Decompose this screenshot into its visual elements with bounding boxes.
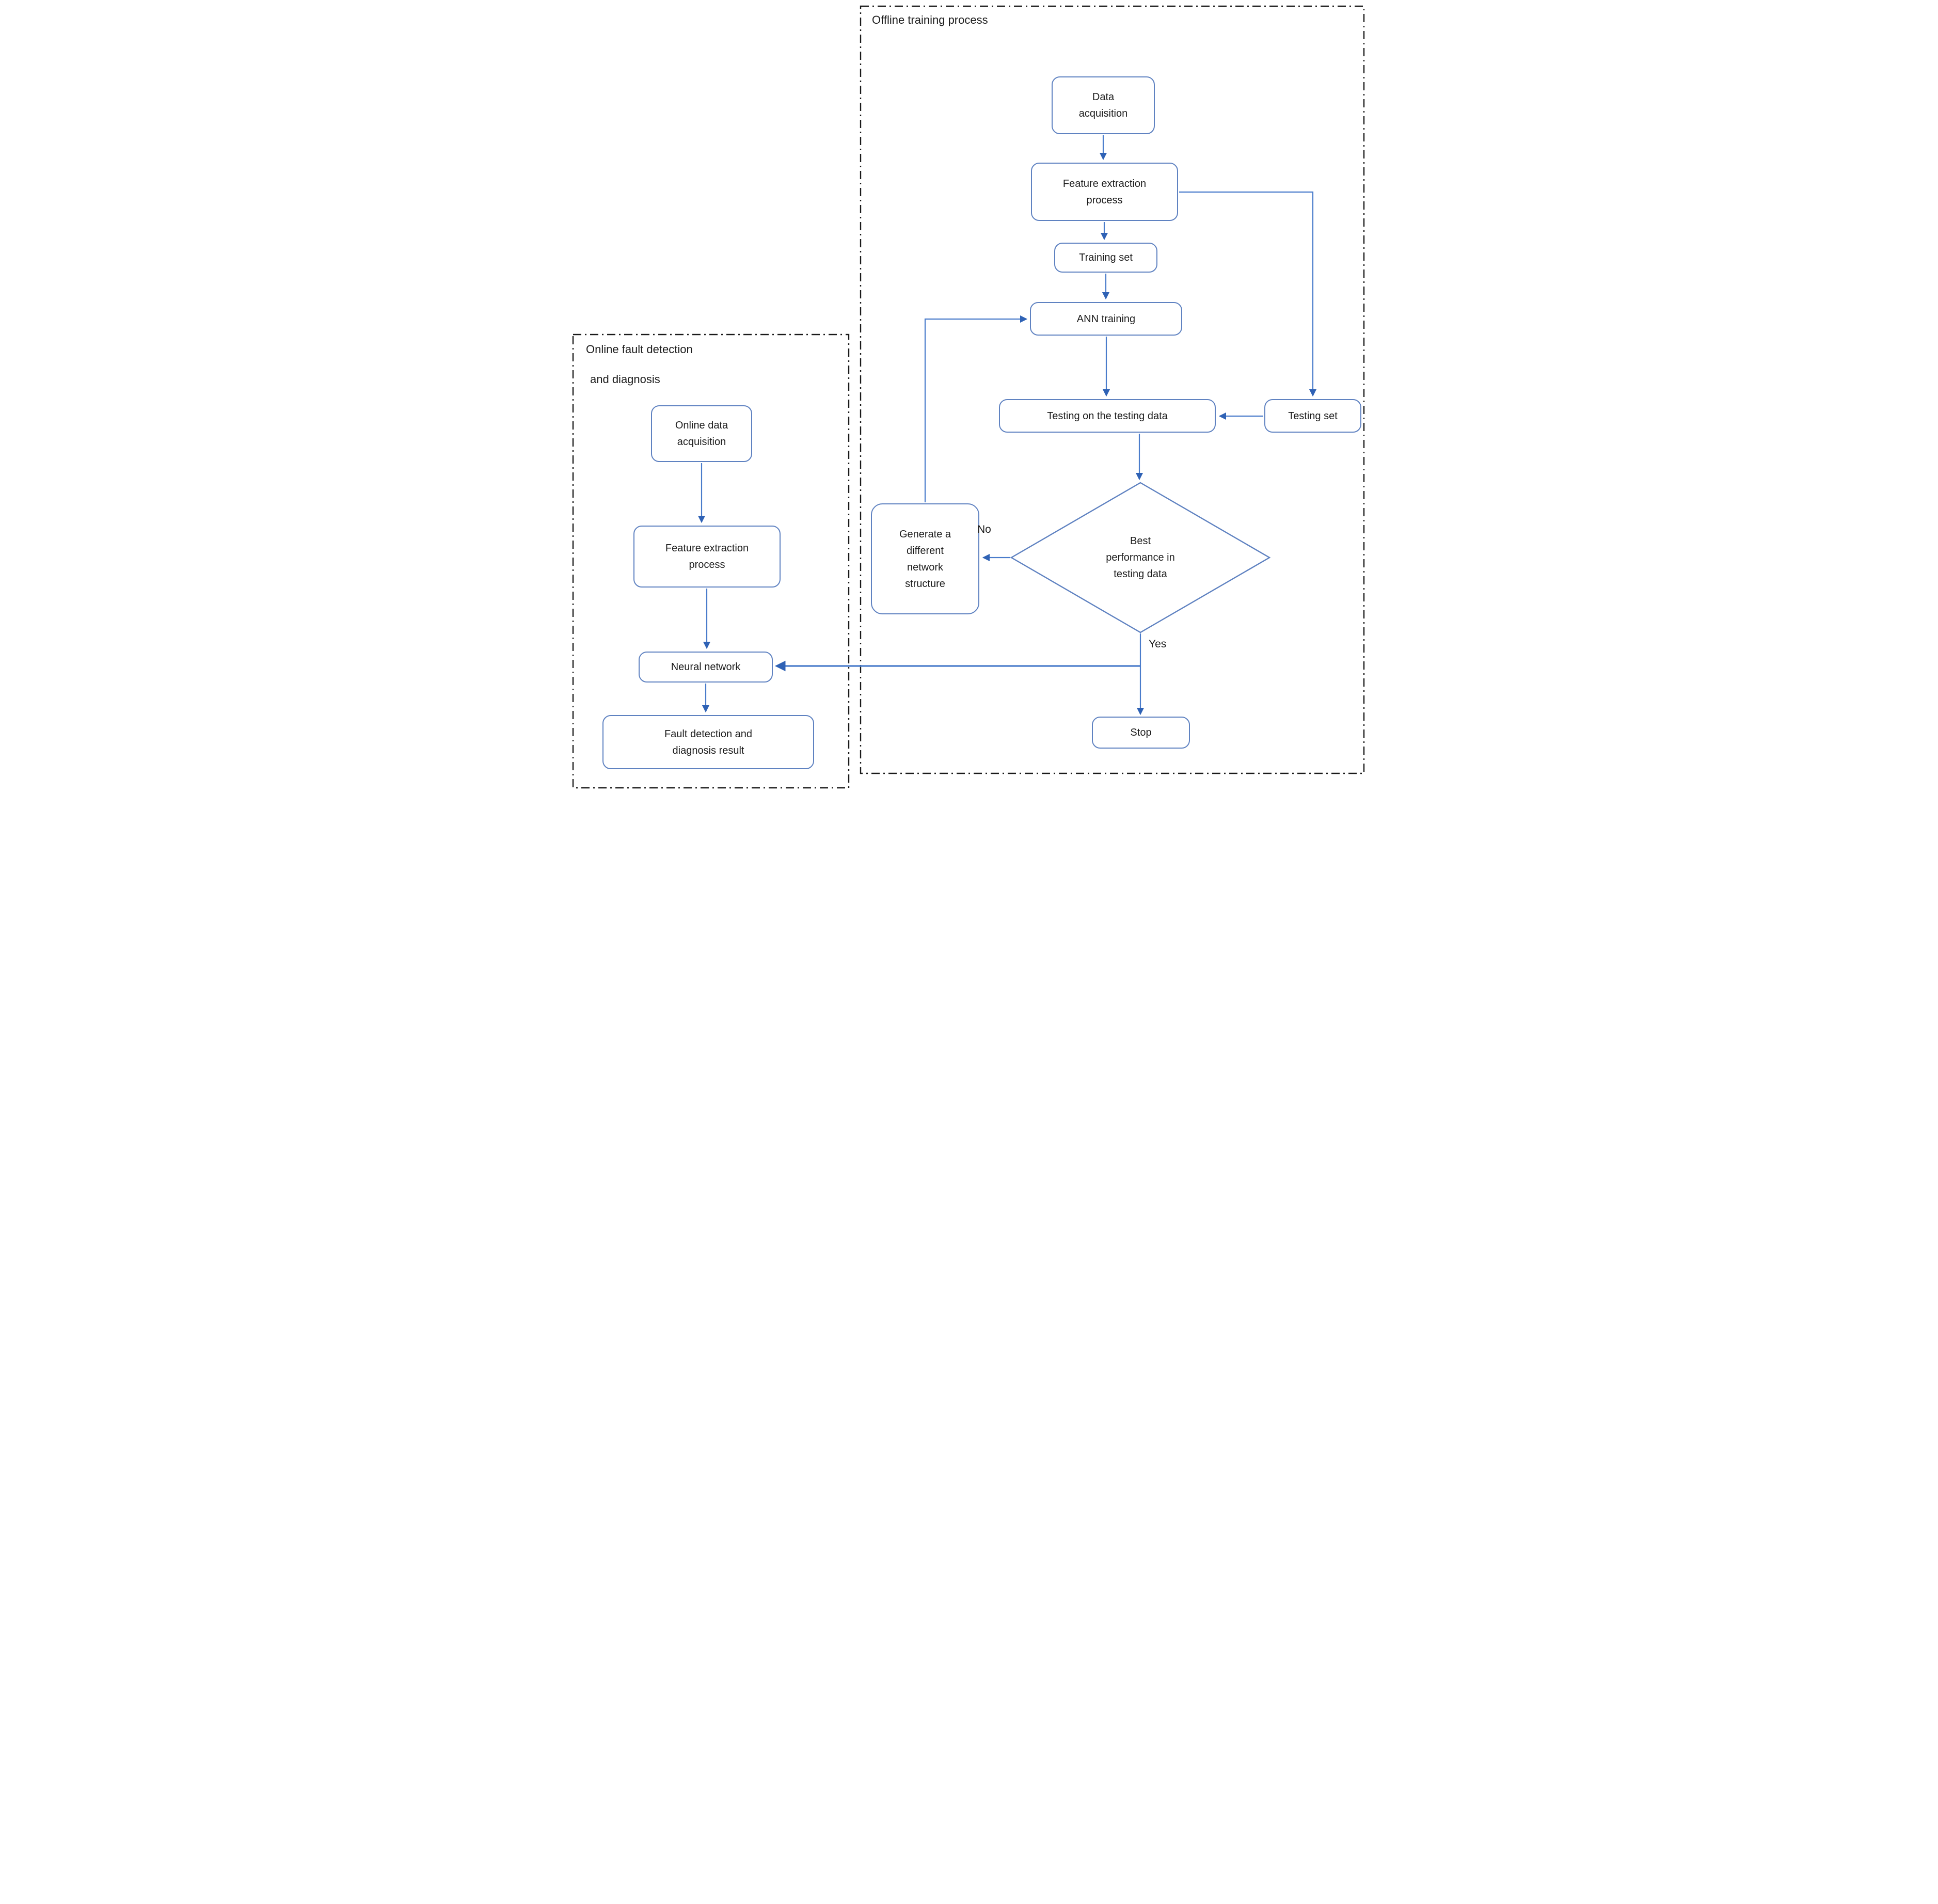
node-ann-training: ANN training xyxy=(1030,302,1182,336)
edge-label-no: No xyxy=(977,523,991,535)
node-stop-label: Stop xyxy=(1130,727,1152,738)
node-neural-network-label: Neural network xyxy=(671,661,741,673)
node-data-acquisition-label: Data acquisition xyxy=(1078,91,1128,119)
offline-container-title: Offline training process xyxy=(872,13,988,26)
node-ann-training-label: ANN training xyxy=(1076,313,1136,325)
flowchart-canvas: Offline training process Online fault de… xyxy=(566,0,1372,791)
node-fault-detection-result: Fault detection and diagnosis result xyxy=(602,715,814,769)
flowchart-wires-svg xyxy=(572,5,1365,789)
node-feature-extraction-online: Feature extraction process xyxy=(633,526,781,588)
offline-container-border xyxy=(860,5,1365,774)
node-generate-network-structure-label: Generate a different network structure xyxy=(899,528,951,590)
online-container-title-line1: Online fault detection xyxy=(586,343,693,356)
node-feature-extraction-online-label: Feature extraction process xyxy=(665,543,749,570)
node-online-data-acquisition: Online data acquisition xyxy=(651,405,752,462)
node-testing-on-testing-data-label: Testing on the testing data xyxy=(1047,410,1168,422)
node-stop: Stop xyxy=(1092,717,1190,749)
node-testing-on-testing-data: Testing on the testing data xyxy=(999,399,1216,433)
node-fault-detection-result-label: Fault detection and diagnosis result xyxy=(664,728,753,756)
node-training-set: Training set xyxy=(1054,243,1157,273)
online-container-title-line2: and diagnosis xyxy=(590,373,660,386)
node-testing-set: Testing set xyxy=(1264,399,1361,433)
decision-diamond-label: Best performance in testing data xyxy=(1106,535,1175,580)
node-neural-network: Neural network xyxy=(639,652,773,683)
edge-generate-to-ann-training xyxy=(924,315,1028,502)
decision-diamond-shape xyxy=(1010,482,1271,633)
edge-feature-extraction-to-testing-set xyxy=(1179,191,1317,397)
node-online-data-acquisition-label: Online data acquisition xyxy=(675,420,728,448)
node-generate-network-structure: Generate a different network structure xyxy=(871,503,979,614)
node-testing-set-label: Testing set xyxy=(1288,410,1338,422)
node-data-acquisition: Data acquisition xyxy=(1052,76,1155,134)
edge-label-yes: Yes xyxy=(1149,638,1167,650)
node-feature-extraction-offline: Feature extraction process xyxy=(1031,163,1178,221)
decision-diamond: Best performance in testing data xyxy=(1105,521,1175,594)
online-container-border xyxy=(572,334,850,789)
node-training-set-label: Training set xyxy=(1079,252,1133,263)
node-feature-extraction-offline-label: Feature extraction process xyxy=(1062,178,1147,206)
